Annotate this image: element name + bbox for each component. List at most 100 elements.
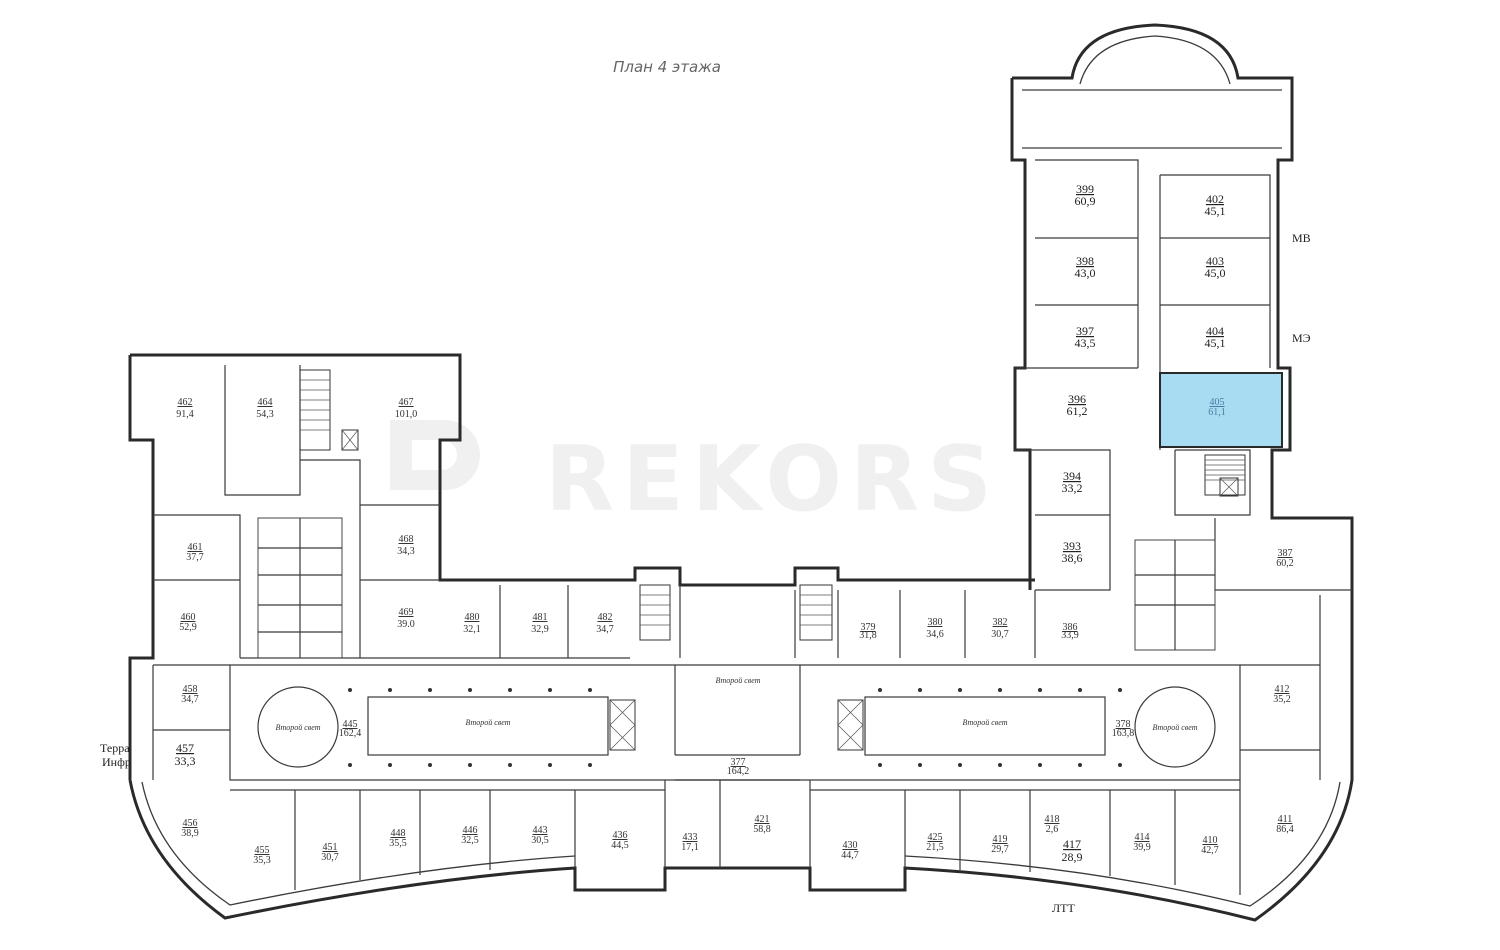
room-area: 17,1: [681, 842, 699, 853]
room-area: 34,7: [596, 624, 614, 635]
room-number[interactable]: 396: [1068, 392, 1086, 406]
room-number[interactable]: 468: [399, 534, 414, 545]
room-number[interactable]: 469: [399, 607, 414, 618]
room-number[interactable]: 433: [683, 832, 698, 843]
room-405-highlight[interactable]: [1159, 372, 1283, 448]
room-area: 38,9: [181, 828, 199, 839]
room-number[interactable]: 399: [1076, 182, 1094, 196]
room-number[interactable]: 405: [1210, 397, 1225, 408]
room-number[interactable]: 443: [533, 825, 548, 836]
room-area: 32,1: [463, 624, 481, 635]
room-number[interactable]: 419: [993, 834, 1008, 845]
room-area: 2,6: [1046, 824, 1059, 835]
room-area: 163,8: [1112, 728, 1135, 739]
room-area: 34,6: [926, 629, 944, 640]
room-area: 35,3: [253, 855, 271, 866]
room-number[interactable]: 455: [255, 845, 270, 856]
room-number[interactable]: 436: [613, 830, 628, 841]
watermark-logo: [390, 420, 480, 490]
room-number[interactable]: 417: [1063, 837, 1081, 851]
room-area: 33,2: [1062, 481, 1083, 495]
room-number[interactable]: 398: [1076, 254, 1094, 268]
room-number[interactable]: 480: [465, 612, 480, 623]
room-area: 61,1: [1208, 407, 1226, 418]
lightwell-label: Второй свет: [1152, 723, 1197, 732]
lightwell-labels: Второй свет Второй свет Второй свет Втор…: [275, 676, 1197, 732]
room-number[interactable]: 461: [188, 542, 203, 553]
room-area: 42,7: [1201, 845, 1219, 856]
room-number[interactable]: 457: [176, 741, 194, 755]
room-number[interactable]: 481: [533, 612, 548, 623]
room-area: 33,9: [1061, 630, 1079, 641]
stair-central-east: [799, 584, 833, 641]
room-area: 34,3: [397, 546, 415, 557]
room-number[interactable]: 397: [1076, 324, 1094, 338]
room-area: 43,5: [1075, 336, 1096, 350]
stair-north-west: [299, 369, 359, 451]
room-number[interactable]: 458: [183, 684, 198, 695]
room-area: 34,7: [181, 694, 199, 705]
watermark-text: REKORS: [545, 427, 1000, 532]
room-area: 44,5: [611, 840, 629, 851]
room-number[interactable]: 448: [391, 828, 406, 839]
room-area: 45,0: [1205, 266, 1226, 280]
room-number[interactable]: 412: [1275, 684, 1290, 695]
north-west-wing: [128, 353, 1216, 780]
room-number[interactable]: 467: [399, 397, 414, 408]
room-area: 30,5: [531, 835, 549, 846]
room-number[interactable]: 404: [1206, 324, 1224, 338]
room-number[interactable]: 411: [1278, 814, 1293, 825]
room-number[interactable]: 430: [843, 840, 858, 851]
room-area: 30,7: [321, 852, 339, 863]
room-number[interactable]: 377: [731, 757, 746, 768]
room-number[interactable]: 380: [928, 617, 943, 628]
room-number[interactable]: 394: [1063, 469, 1081, 483]
room-area: 164,2: [727, 766, 750, 777]
lightwell-label: Второй свет: [275, 723, 320, 732]
room-number[interactable]: 403: [1206, 254, 1224, 268]
room-number[interactable]: 386: [1063, 622, 1078, 633]
room-area: 60,2: [1276, 558, 1294, 569]
room-number[interactable]: 414: [1135, 832, 1150, 843]
room-area: 33,3: [175, 754, 196, 768]
room-number[interactable]: 456: [183, 818, 198, 829]
room-area: 101,0: [395, 409, 418, 420]
room-area: 32,5: [461, 835, 479, 846]
room-number[interactable]: 460: [181, 612, 196, 623]
stair-central-west: [639, 584, 671, 641]
lightwell-label: Второй свет: [962, 718, 1007, 727]
room-number[interactable]: 445: [343, 719, 358, 730]
room-number[interactable]: 464: [258, 397, 273, 408]
room-number[interactable]: 418: [1045, 814, 1060, 825]
room-number[interactable]: 446: [463, 825, 478, 836]
stair-tower-east: [1204, 454, 1246, 497]
room-number[interactable]: 393: [1063, 539, 1081, 553]
room-area: 45,1: [1205, 204, 1226, 218]
room-number[interactable]: 482: [598, 612, 613, 623]
elevator-west: [609, 699, 636, 751]
lightwell-label: Второй свет: [715, 676, 760, 685]
room-number[interactable]: 379: [861, 622, 876, 633]
room-number[interactable]: 425: [928, 832, 943, 843]
room-number[interactable]: 382: [993, 617, 1008, 628]
room-number[interactable]: 421: [755, 814, 770, 825]
room-number[interactable]: 402: [1206, 192, 1224, 206]
room-number[interactable]: 410: [1203, 835, 1218, 846]
room-number[interactable]: 387: [1278, 548, 1293, 559]
room-area: 29,7: [991, 844, 1009, 855]
room-area: 61,2: [1067, 404, 1088, 418]
north-east-wing: [1010, 23, 1354, 595]
room-number[interactable]: 462: [178, 397, 193, 408]
room-area: 86,4: [1276, 824, 1294, 835]
room-labels: 399 60,9 398 43,0 397 43,5 396 61,2 394 …: [175, 182, 1294, 866]
room-number[interactable]: 378: [1116, 719, 1131, 730]
room-area: 39.0: [397, 619, 415, 630]
lightwell-east: [1134, 686, 1216, 768]
label-terra: Терра: [100, 741, 130, 755]
column-dots: [348, 688, 1122, 767]
room-area: 52,9: [179, 622, 197, 633]
lightwell-right-rect: [864, 696, 1106, 756]
room-area: 58,8: [753, 824, 771, 835]
room-number[interactable]: 451: [323, 842, 338, 853]
